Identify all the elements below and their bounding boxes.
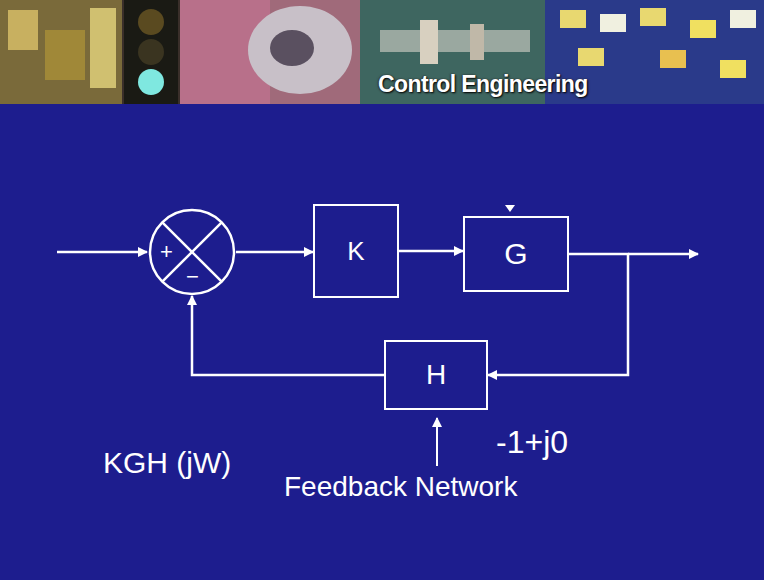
signal-connector [192, 296, 384, 375]
output-signal [628, 253, 698, 256]
block-label: G [504, 237, 527, 271]
critical-point: -1+j0 [496, 424, 568, 461]
callout-label: Feedback Network [284, 471, 517, 503]
block-label: K [347, 236, 364, 267]
signal-connector [399, 250, 463, 253]
sign-symbol: + [160, 241, 173, 263]
gain-block: K [313, 204, 399, 298]
disturbance-marker [505, 205, 515, 212]
input-signal [57, 251, 147, 254]
signal-connector [236, 251, 313, 254]
transfer-function: KGH (jW) [103, 446, 231, 480]
plant-block: G [463, 216, 569, 292]
summing-junction: +− [148, 208, 236, 296]
leader-arrow [436, 418, 438, 466]
banner-title: Control Engineering [378, 71, 588, 98]
sign-symbol: − [186, 266, 199, 288]
block-label: H [426, 359, 446, 391]
feedback-block: H [384, 340, 488, 410]
